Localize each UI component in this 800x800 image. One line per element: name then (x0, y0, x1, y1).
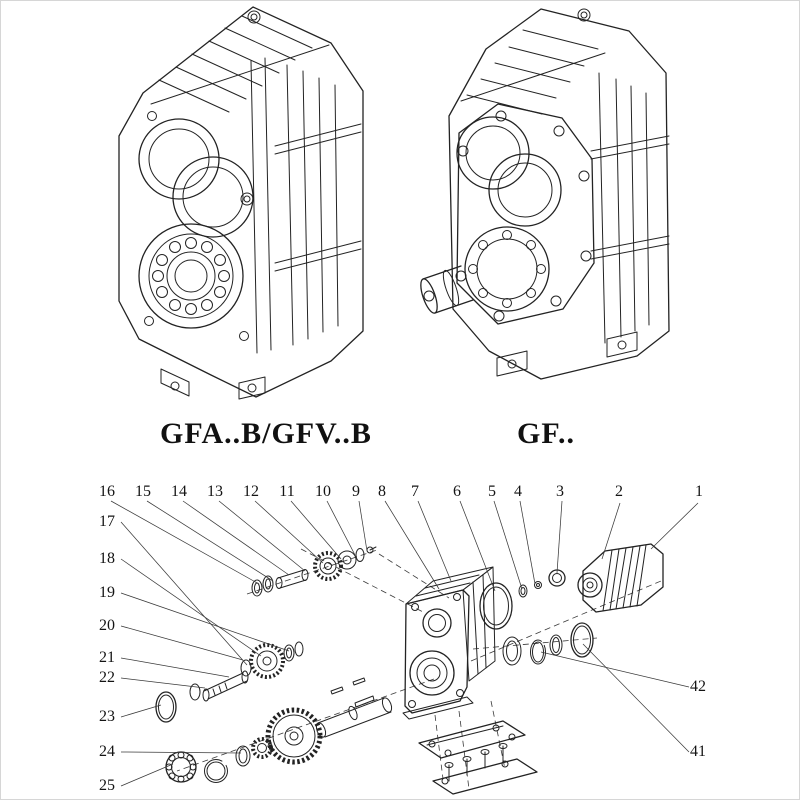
intermediate-gear-assembly (155, 641, 304, 723)
callout-42: 42 (690, 678, 706, 695)
callout-20: 20 (99, 617, 115, 634)
output-gear-assembly (265, 677, 393, 765)
callout-21: 21 (99, 649, 115, 666)
callout-6: 6 (453, 483, 461, 500)
callout-2: 2 (615, 483, 623, 500)
callout-5: 5 (488, 483, 496, 500)
callout-1: 1 (695, 483, 703, 500)
callout-23: 23 (99, 708, 115, 725)
model-label-left: GFA..B/GFV..B (160, 417, 372, 450)
callout-15: 15 (135, 483, 151, 500)
callout-19: 19 (99, 584, 115, 601)
exploded-parts-diagram (110, 500, 699, 795)
callout-25: 25 (99, 777, 115, 794)
base-plate-assembly (418, 720, 538, 795)
callout-7: 7 (411, 483, 419, 500)
callout-18: 18 (99, 550, 115, 567)
upper-shaft-assembly (251, 546, 377, 597)
seal-ring-set (479, 569, 594, 666)
callout-16: 16 (99, 483, 115, 500)
callout-13: 13 (207, 483, 223, 500)
callout-24: 24 (99, 743, 115, 760)
model-label-right: GF.. (517, 417, 575, 450)
callout-12: 12 (243, 483, 259, 500)
output-bearing-set (165, 737, 273, 783)
input-motor-assembly (577, 543, 664, 613)
callout-17: 17 (99, 513, 115, 530)
callout-11: 11 (279, 483, 295, 500)
gearbox-right-drawing (420, 8, 670, 380)
callout-3: 3 (556, 483, 564, 500)
callout-41: 41 (690, 743, 706, 760)
callout-22: 22 (99, 669, 115, 686)
leader-lines (110, 500, 699, 787)
callout-9: 9 (352, 483, 360, 500)
callout-14: 14 (171, 483, 187, 500)
callout-10: 10 (315, 483, 331, 500)
callout-4: 4 (514, 483, 522, 500)
gearbox-left-drawing (118, 6, 364, 400)
callout-8: 8 (378, 483, 386, 500)
gear-housing (402, 566, 496, 720)
